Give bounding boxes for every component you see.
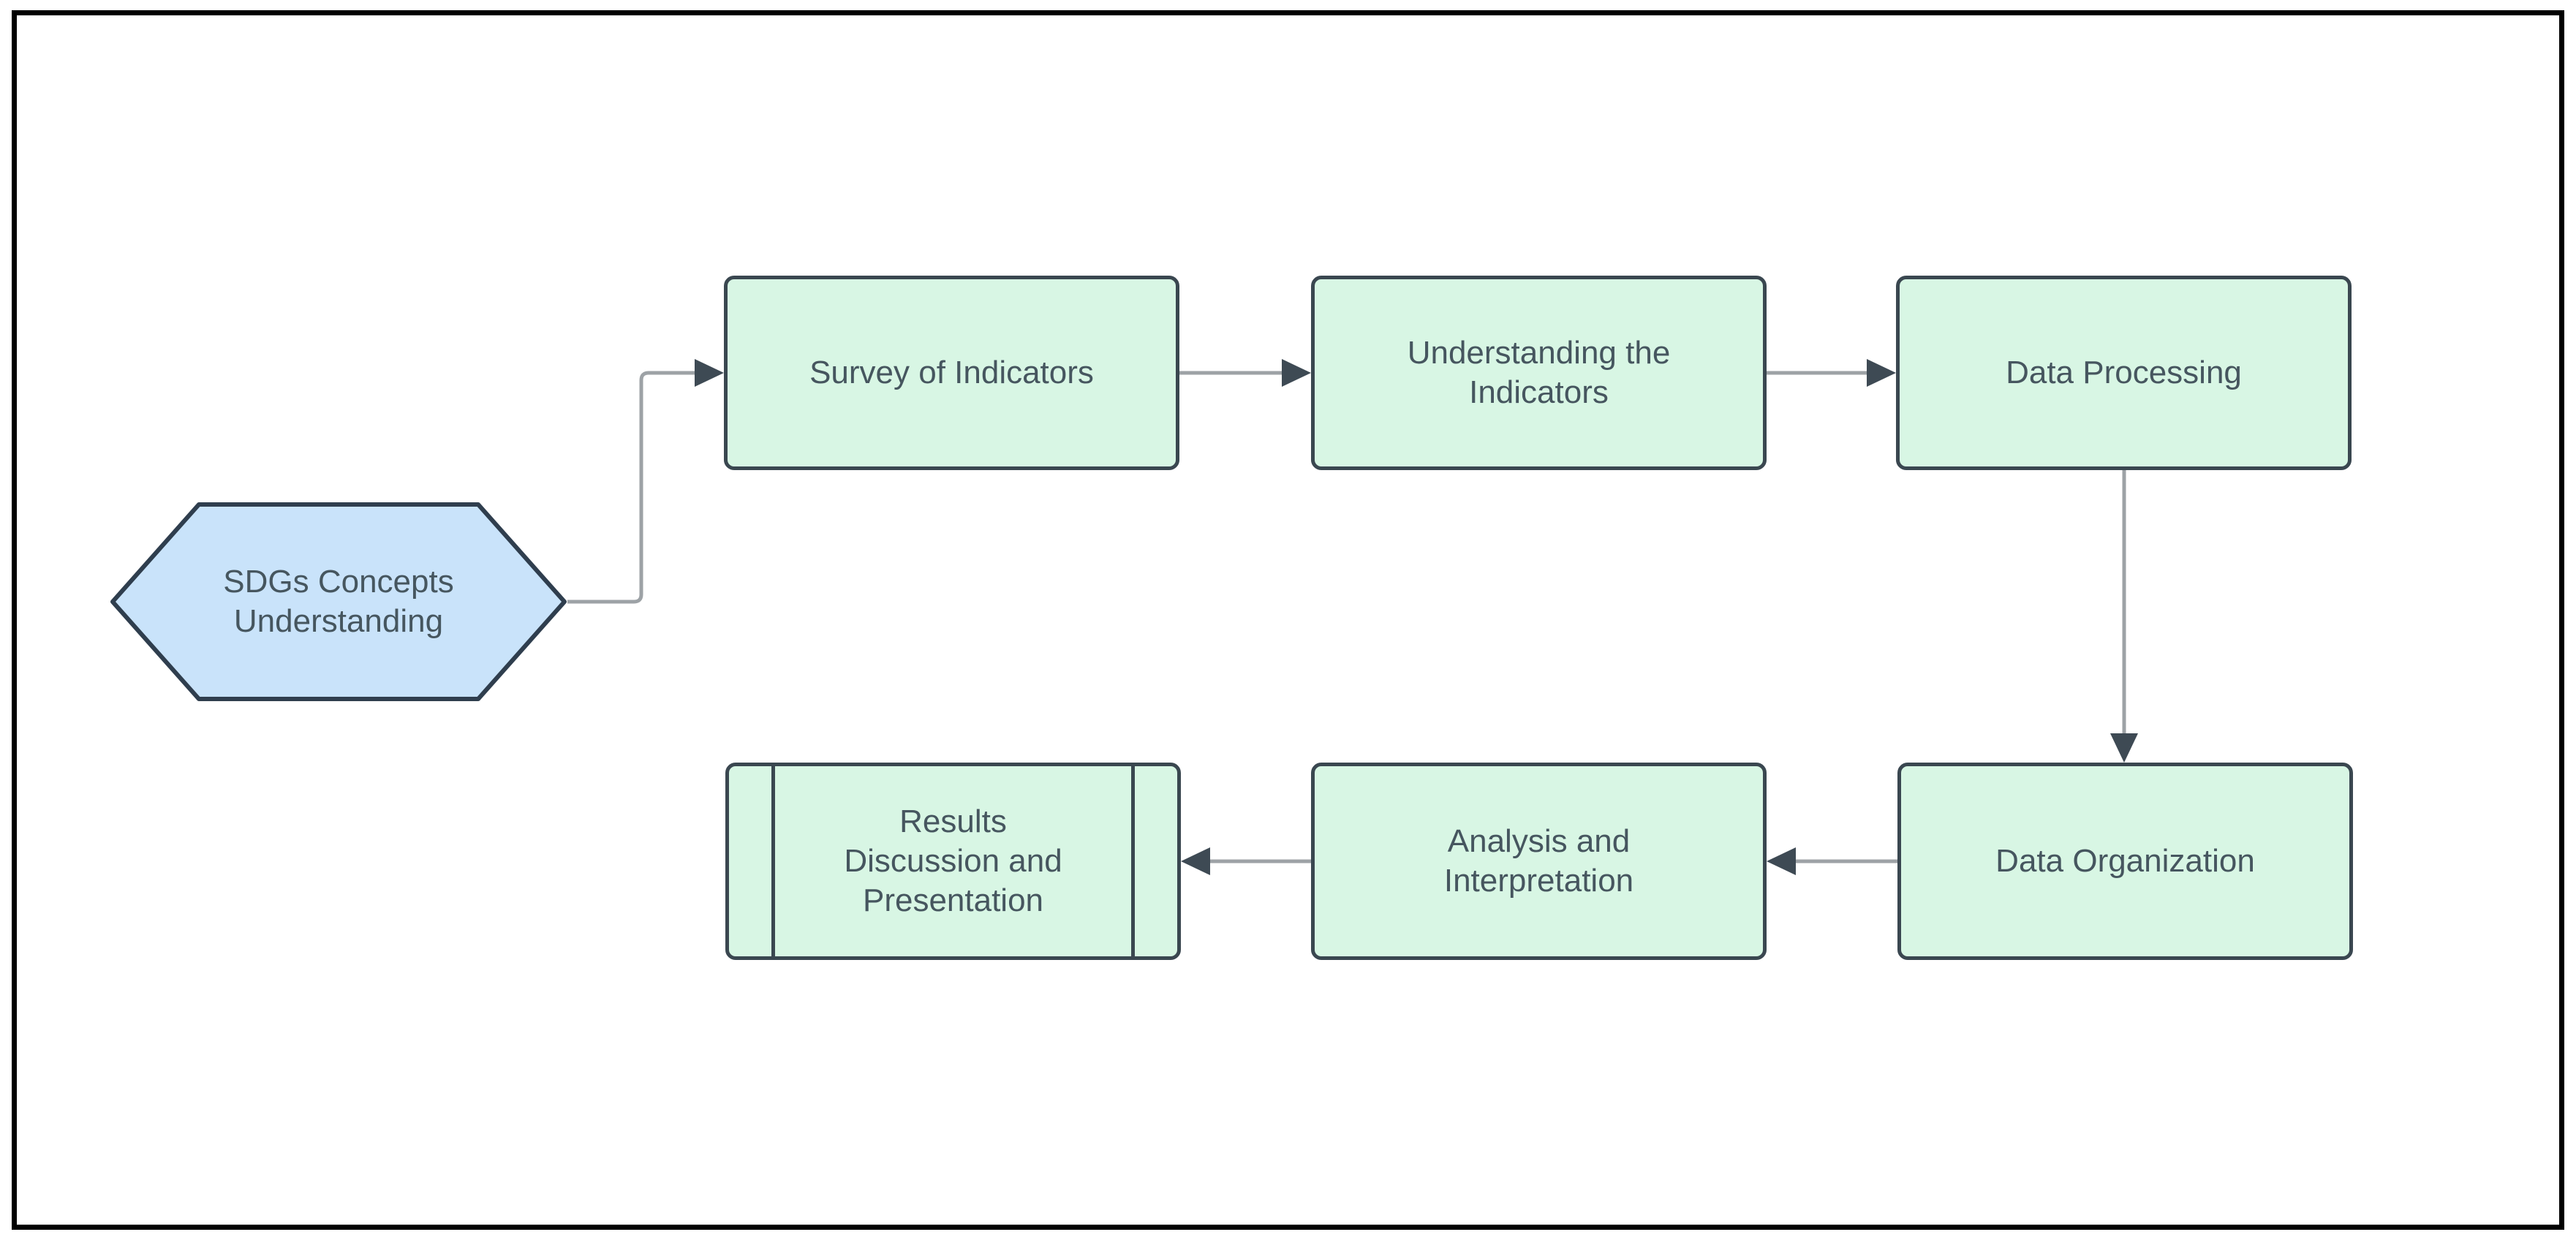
- node-data-organization[interactable]: Data Organization: [1897, 763, 2353, 960]
- node-label: Data Organization: [1995, 843, 2255, 880]
- connector-survey-to-understanding[interactable]: [1179, 359, 1311, 387]
- predefined-process-right-bar: [1131, 766, 1135, 956]
- node-label: Analysis and Interpretation: [1443, 823, 1634, 899]
- node-label: SDGs Concepts Understanding: [223, 564, 454, 639]
- connector-sdgs-to-survey[interactable]: [567, 359, 724, 604]
- predefined-process-left-bar: [771, 766, 775, 956]
- arrowhead-right-icon: [695, 359, 724, 387]
- arrowhead-down-icon: [2110, 733, 2138, 763]
- connector-understanding-to-processing[interactable]: [1767, 359, 1896, 387]
- arrowhead-right-icon: [1867, 359, 1896, 387]
- node-understanding-the-indicators[interactable]: Understanding the Indicators: [1311, 276, 1767, 470]
- arrowhead-left-icon: [1181, 847, 1210, 875]
- node-label: Data Processing: [2006, 355, 2242, 391]
- connector-organization-to-analysis[interactable]: [1767, 847, 1897, 875]
- node-sdgs-concepts-understanding[interactable]: SDGs Concepts Understanding: [110, 502, 567, 701]
- arrowhead-left-icon: [1767, 847, 1796, 875]
- connector-analysis-to-results[interactable]: [1181, 847, 1311, 875]
- node-data-processing[interactable]: Data Processing: [1896, 276, 2352, 470]
- node-survey-of-indicators[interactable]: Survey of Indicators: [724, 276, 1179, 470]
- node-label: Survey of Indicators: [809, 355, 1094, 391]
- node-analysis-and-interpretation[interactable]: Analysis and Interpretation: [1311, 763, 1767, 960]
- node-label: Understanding the Indicators: [1407, 335, 1671, 410]
- connector-processing-to-organization[interactable]: [2110, 470, 2138, 763]
- diagram-frame: [12, 10, 2564, 1230]
- node-label: Results Discussion and Presentation: [844, 804, 1062, 918]
- arrowhead-right-icon: [1282, 359, 1311, 387]
- hexagon-shape: [110, 502, 567, 701]
- node-results-discussion-and-presentation[interactable]: Results Discussion and Presentation: [725, 763, 1181, 960]
